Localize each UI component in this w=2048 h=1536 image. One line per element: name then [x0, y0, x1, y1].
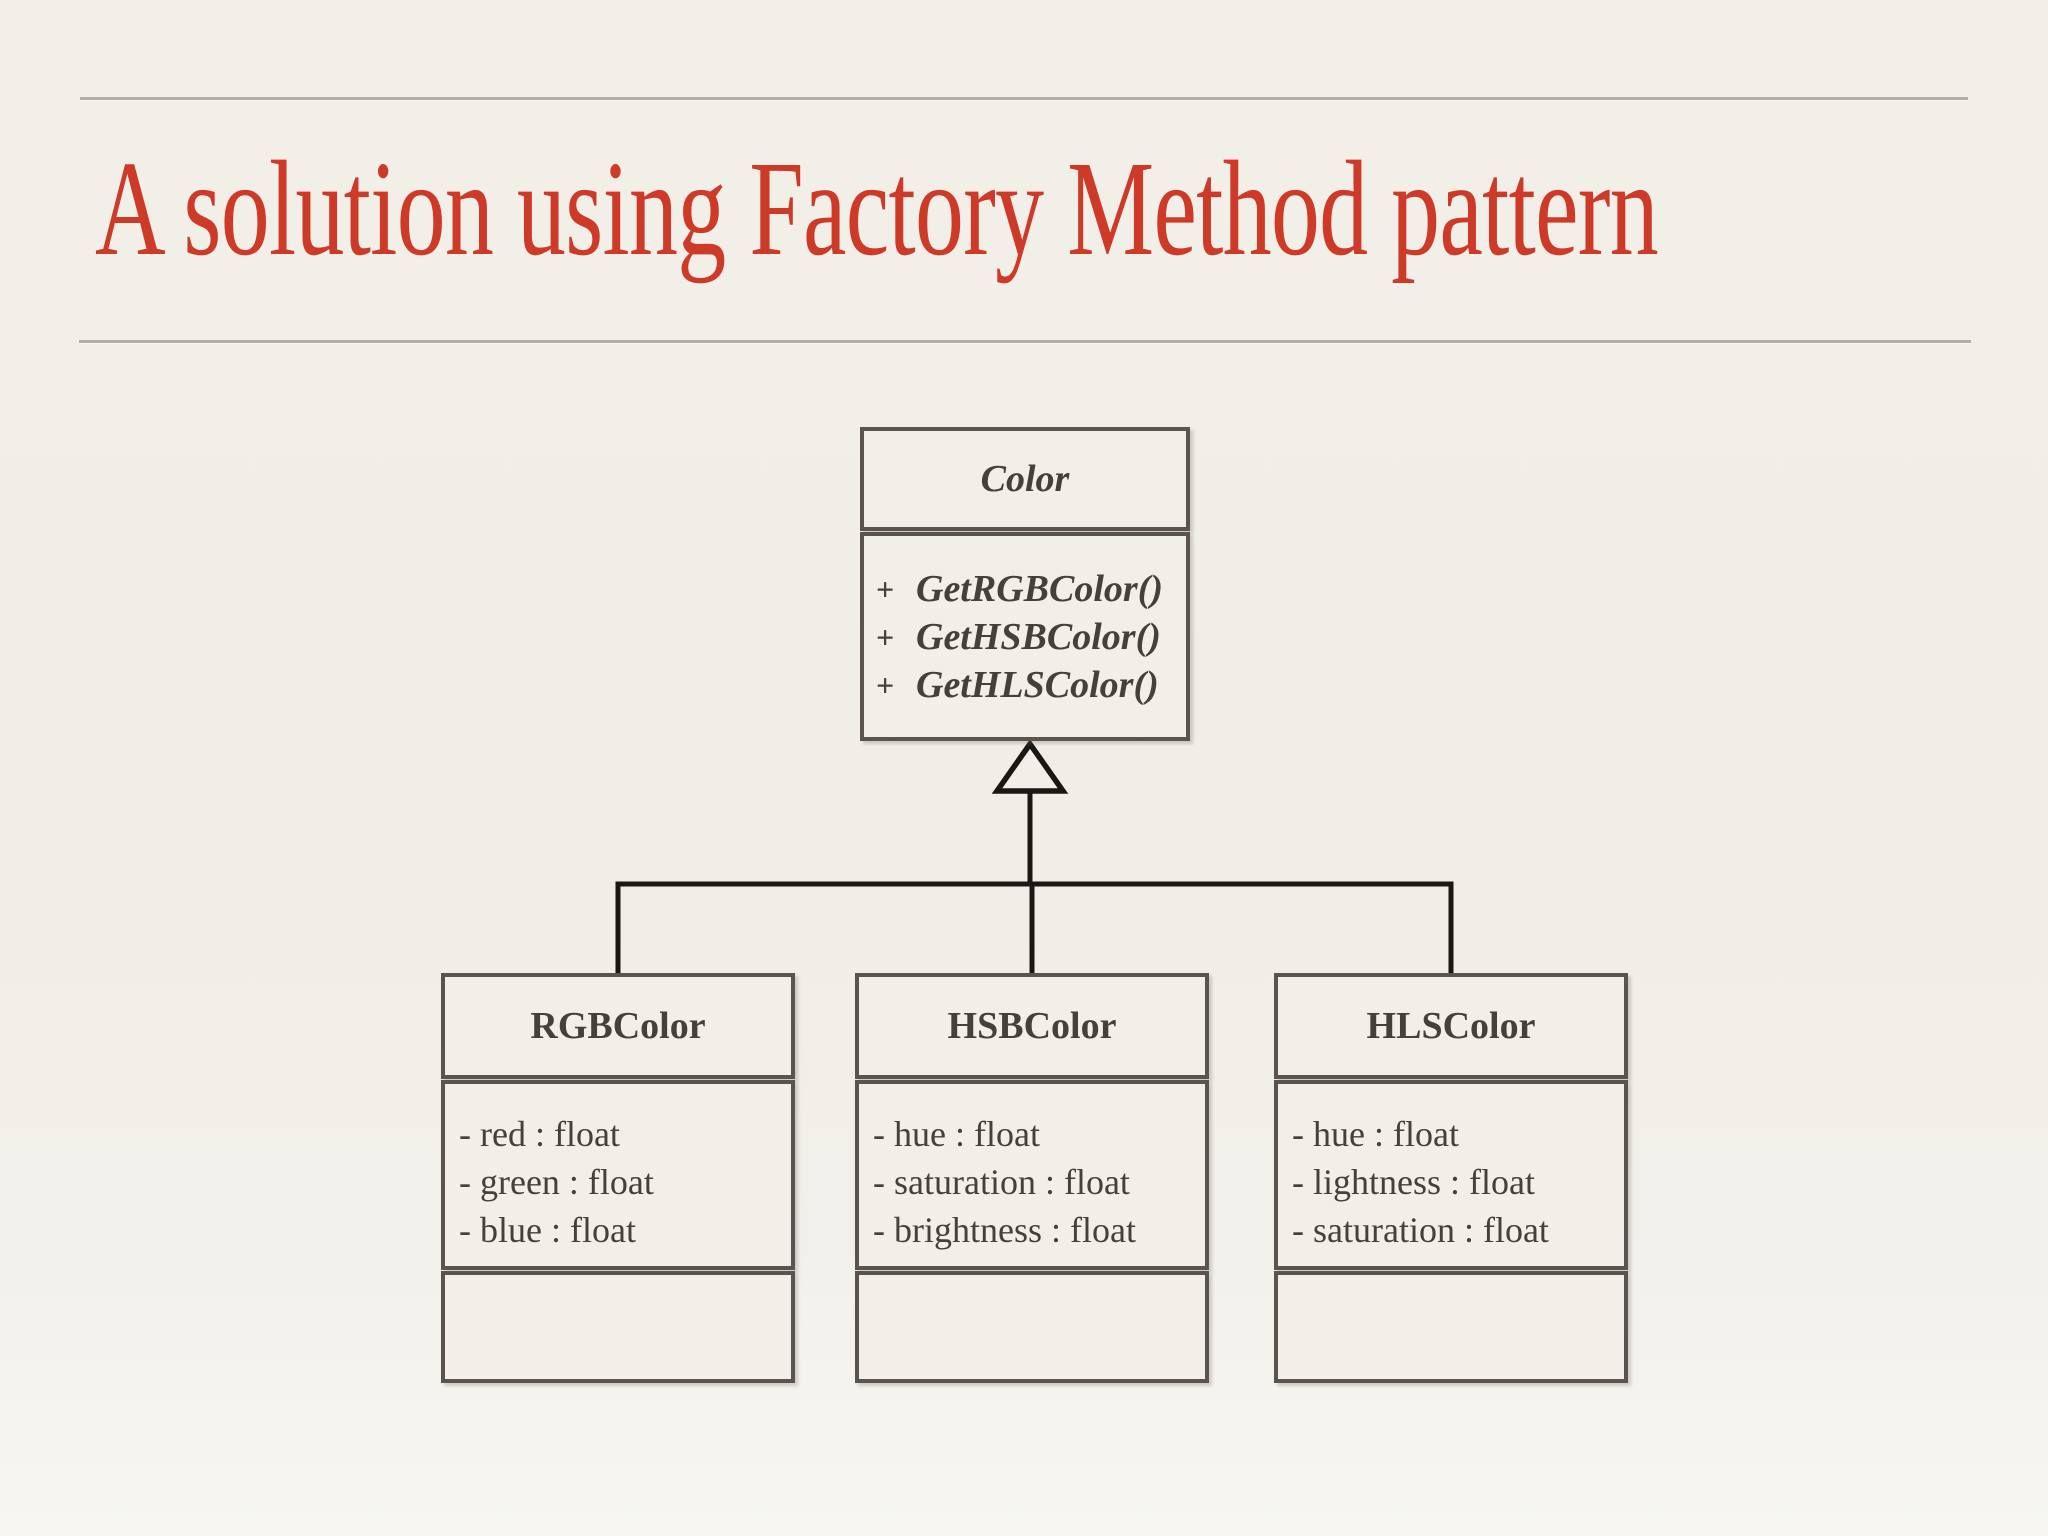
method-row: + GetHLSColor()	[876, 661, 1176, 709]
class-name-label: RGBColor	[530, 1005, 706, 1047]
method-name: GetRGBColor()	[916, 568, 1163, 610]
attribute-row: - green : float	[459, 1162, 654, 1202]
attribute-row: - blue : float	[459, 1210, 636, 1250]
class-box-color: Color + GetRGBColor() + GetHSBColor() + …	[860, 427, 1190, 741]
empty-methods-compartment	[441, 1271, 795, 1383]
method-row: + GetHSBColor()	[876, 613, 1176, 661]
attributes-compartment: - hue : float - lightness : float - satu…	[1274, 1080, 1628, 1270]
attribute-row: - brightness : float	[873, 1210, 1136, 1250]
empty-methods-compartment	[1274, 1271, 1628, 1383]
attribute-row: - hue : float	[1292, 1114, 1459, 1154]
class-name-compartment: HSBColor	[855, 973, 1209, 1079]
title-underline-divider	[79, 340, 1971, 343]
attributes-compartment: - red : float - green : float - blue : f…	[441, 1080, 795, 1270]
attribute-row: - red : float	[459, 1114, 620, 1154]
visibility-plus: +	[876, 619, 895, 655]
attribute-row: - lightness : float	[1292, 1162, 1535, 1202]
attribute-row: - hue : float	[873, 1114, 1040, 1154]
attribute-row: - saturation : float	[873, 1162, 1130, 1202]
empty-methods-compartment	[855, 1271, 1209, 1383]
methods-compartment: + GetRGBColor() + GetHSBColor() + GetHLS…	[860, 532, 1190, 741]
slide-title: A solution using Factory Method pattern	[95, 134, 1659, 284]
method-row: + GetRGBColor()	[876, 565, 1176, 613]
top-divider-line	[80, 97, 1968, 100]
class-box-hsbcolor: HSBColor - hue : float - saturation : fl…	[855, 973, 1209, 1383]
class-name-compartment: RGBColor	[441, 973, 795, 1079]
visibility-plus: +	[876, 667, 895, 703]
attributes-compartment: - hue : float - saturation : float - bri…	[855, 1080, 1209, 1270]
class-name-label: HSBColor	[947, 1005, 1117, 1047]
class-box-rgbcolor: RGBColor - red : float - green : float -…	[441, 973, 795, 1383]
method-name: GetHLSColor()	[916, 664, 1159, 706]
class-name-label: Color	[980, 458, 1070, 500]
visibility-plus: +	[876, 571, 895, 607]
class-name-compartment: HLSColor	[1274, 973, 1628, 1079]
attribute-row: - saturation : float	[1292, 1210, 1549, 1250]
inheritance-triangle-icon	[991, 739, 1069, 794]
class-name-label: HLSColor	[1366, 1005, 1536, 1047]
method-name: GetHSBColor()	[916, 616, 1161, 658]
class-name-compartment: Color	[860, 427, 1190, 531]
class-box-hlscolor: HLSColor - hue : float - lightness : flo…	[1274, 973, 1628, 1383]
